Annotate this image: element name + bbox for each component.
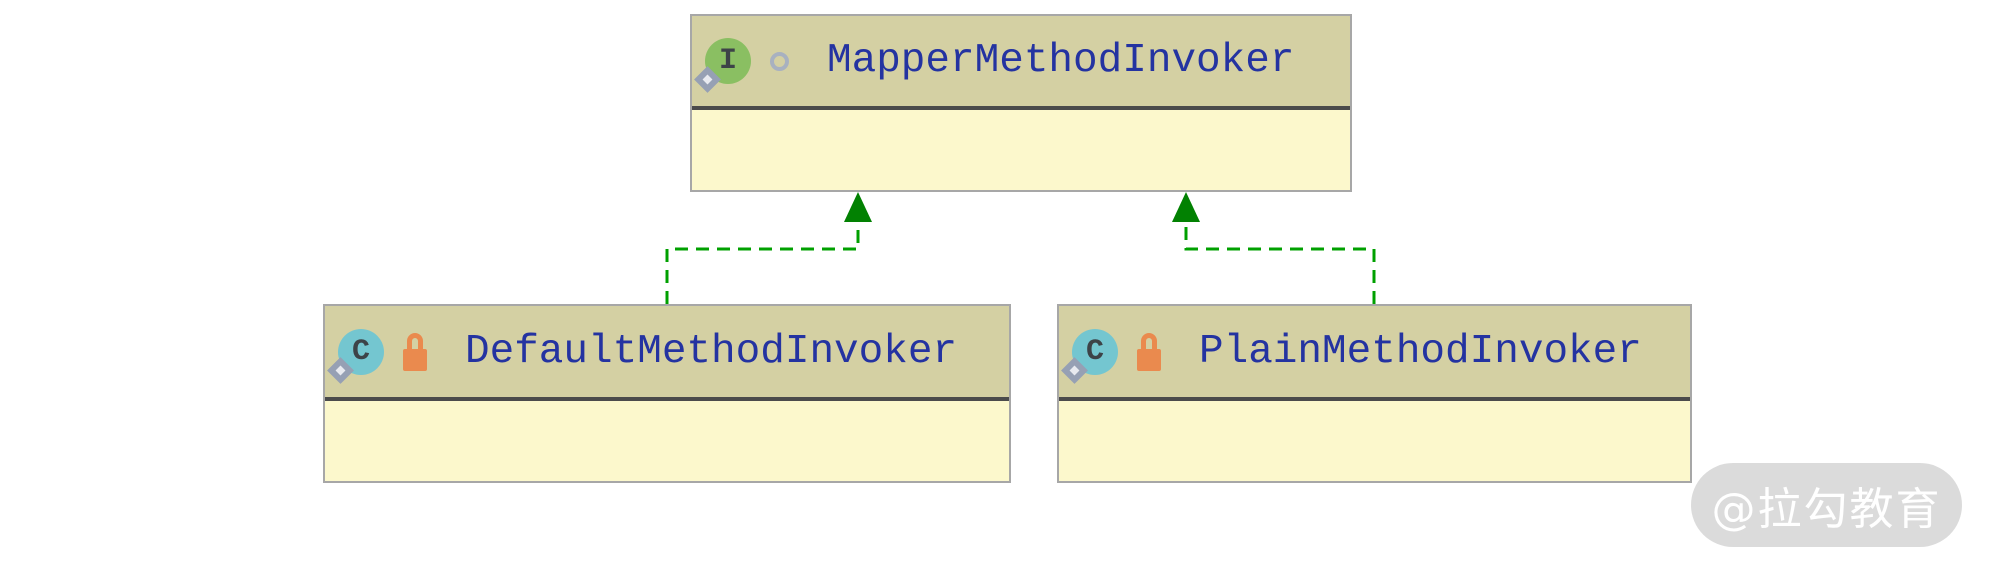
node-title: DefaultMethodInvoker <box>465 328 958 375</box>
lock-icon <box>403 332 427 371</box>
members-compartment <box>692 110 1350 190</box>
implements-edge-plain-to-mapper <box>1172 192 1376 304</box>
up-arrowhead-icon <box>1172 192 1200 222</box>
watermark-badge: @拉勾教育 <box>1691 463 1962 547</box>
class-node-defaultmethodinvoker[interactable]: C DefaultMethodInvoker <box>323 304 1011 483</box>
node-header: I MapperMethodInvoker <box>692 16 1350 106</box>
class-icon: C <box>1061 328 1118 384</box>
class-node-plainmethodinvoker[interactable]: C PlainMethodInvoker <box>1057 304 1692 483</box>
implements-edge-default-to-mapper <box>665 192 872 304</box>
node-title: MapperMethodInvoker <box>827 38 1295 84</box>
interface-icon: I <box>694 38 751 93</box>
interface-node-mappermethodinvoker[interactable]: I MapperMethodInvoker <box>690 14 1352 192</box>
up-arrowhead-icon <box>844 192 872 222</box>
node-title: PlainMethodInvoker <box>1199 328 1642 375</box>
node-header: C PlainMethodInvoker <box>1059 306 1690 397</box>
class-icon: C <box>327 328 384 384</box>
compartment-separator <box>692 106 1350 110</box>
members-compartment <box>325 401 1009 481</box>
compartment-separator <box>325 397 1009 401</box>
lock-icon <box>1137 332 1161 371</box>
node-header: C DefaultMethodInvoker <box>325 306 1009 397</box>
compartment-separator <box>1059 397 1690 401</box>
visibility-ring-icon <box>770 51 789 71</box>
members-compartment <box>1059 401 1690 481</box>
